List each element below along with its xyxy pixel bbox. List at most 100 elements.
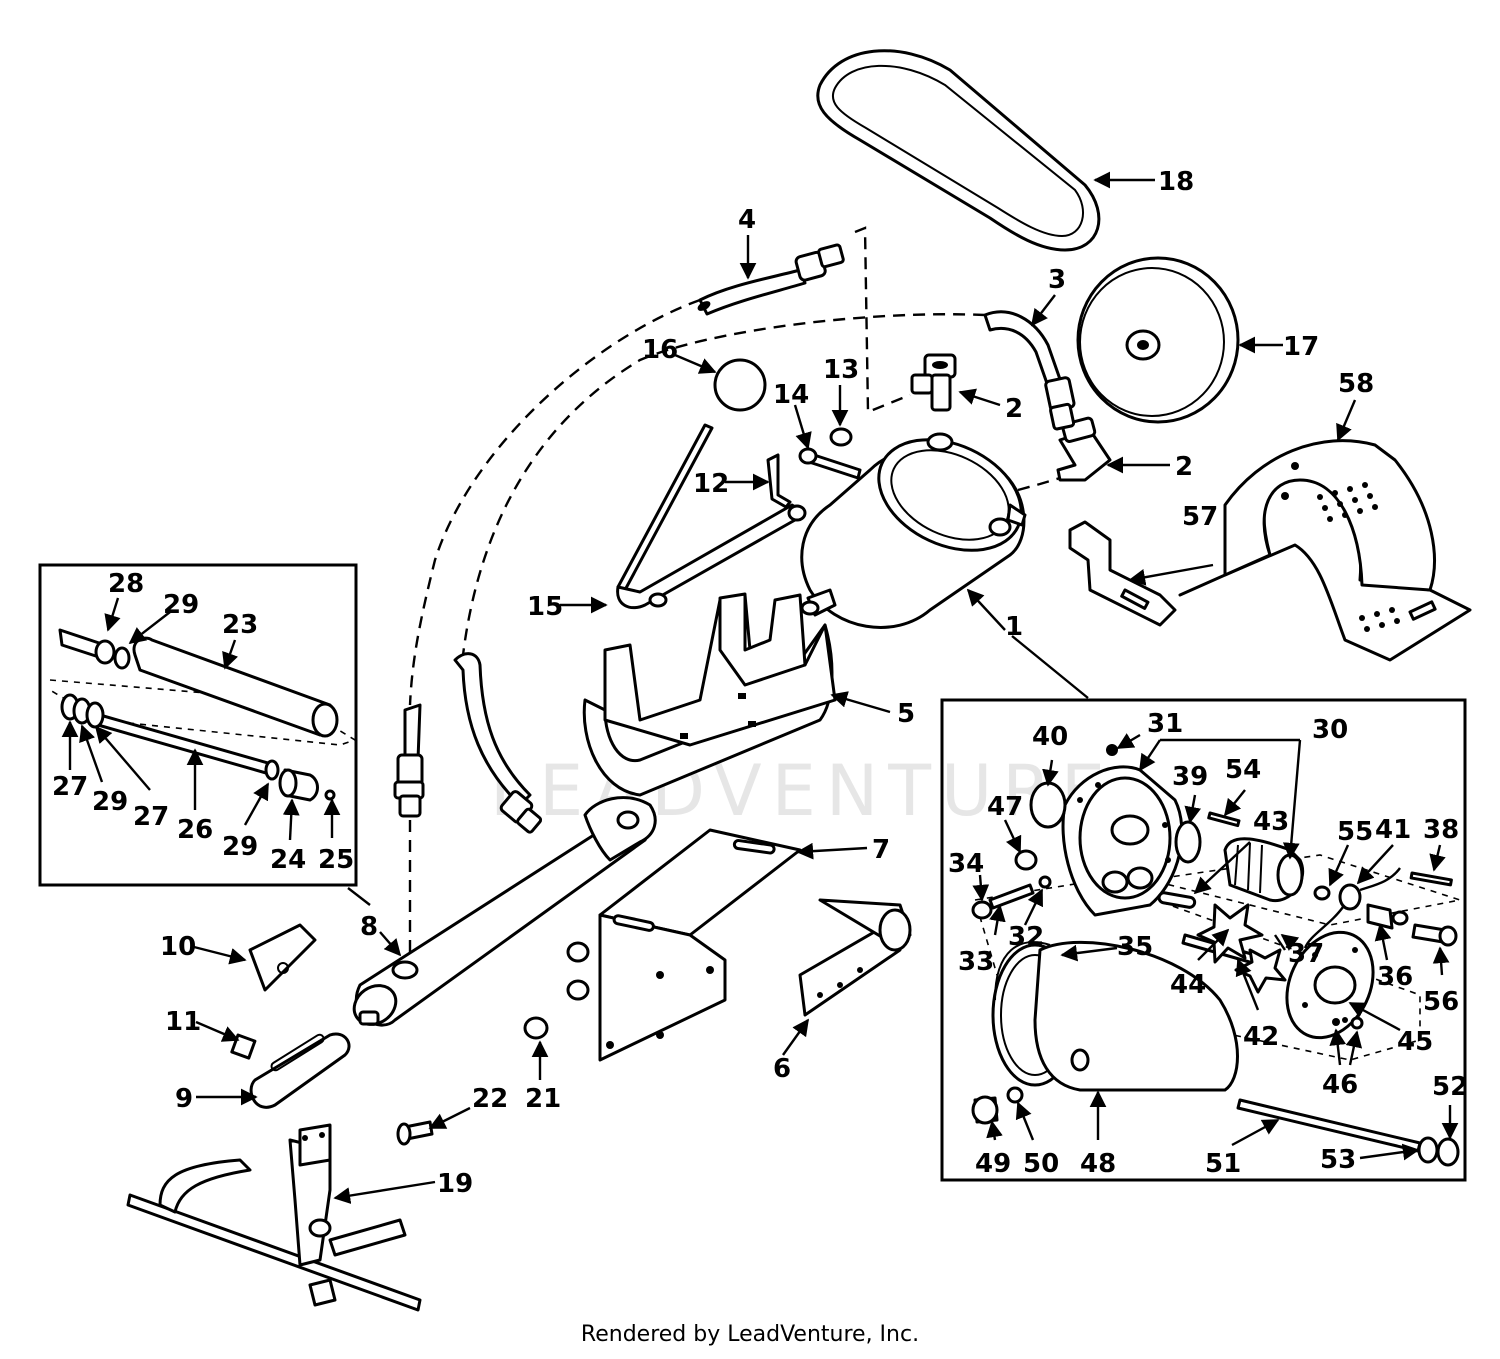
- gland-part-28[interactable]: [58, 628, 116, 665]
- washer-part-55[interactable]: [1313, 885, 1331, 901]
- callout-39: 39: [1172, 762, 1208, 792]
- nut-part-b[interactable]: [566, 979, 590, 1001]
- pump-body-part-30[interactable]: [1061, 765, 1184, 917]
- callout-37: 37: [1288, 939, 1324, 969]
- callout-15: 15: [527, 592, 563, 622]
- spring-part-41[interactable]: [1303, 867, 1401, 949]
- nut-part-a[interactable]: [566, 941, 590, 963]
- callout-45: 45: [1397, 1027, 1433, 1057]
- callout-13: 13: [823, 355, 859, 385]
- callout-1: 1: [1005, 612, 1023, 642]
- hose-part-4[interactable]: [696, 243, 845, 316]
- valve-part-36[interactable]: [1366, 903, 1409, 930]
- callout-40: 40: [1032, 722, 1068, 752]
- clip-part-12[interactable]: [766, 453, 792, 509]
- end-cap-part-24[interactable]: [278, 768, 319, 802]
- belt-part[interactable]: [816, 49, 1101, 252]
- callout-14: 14: [773, 380, 809, 410]
- mounting-bracket-part[interactable]: [598, 828, 802, 1062]
- bolt-part-56[interactable]: [1411, 923, 1458, 947]
- belt-shroud-part[interactable]: [1178, 439, 1472, 662]
- callout-27-right: 27: [133, 802, 169, 832]
- o-ring-part-39[interactable]: [1174, 820, 1202, 864]
- callout-29-left: 29: [92, 787, 128, 817]
- callout-58: 58: [1338, 369, 1374, 399]
- callout-12: 12: [693, 469, 729, 499]
- piston-rod-part-26[interactable]: [60, 693, 277, 777]
- bolt-part-14[interactable]: [798, 447, 862, 480]
- nut-part-21[interactable]: [523, 1016, 549, 1040]
- washer-part-50[interactable]: [1006, 1086, 1024, 1104]
- callout-11: 11: [165, 1007, 201, 1037]
- plug-part-31[interactable]: [1106, 744, 1118, 756]
- callout-3: 3: [1048, 265, 1066, 295]
- yoke-part-9[interactable]: [249, 1032, 351, 1109]
- callout-43: 43: [1253, 807, 1289, 837]
- rod-part-15[interactable]: [616, 423, 807, 610]
- cradle-bracket-part[interactable]: [582, 592, 837, 797]
- hose-part-right[interactable]: [453, 652, 543, 834]
- pin-part-38[interactable]: [1409, 871, 1453, 887]
- washer-part-13[interactable]: [829, 427, 853, 447]
- callout-55: 55: [1337, 817, 1373, 847]
- pin-part-43b[interactable]: [1157, 891, 1197, 909]
- callout-35: 35: [1117, 932, 1153, 962]
- callout-23: 23: [222, 610, 258, 640]
- callout-17: 17: [1283, 332, 1319, 362]
- callout-52: 52: [1432, 1072, 1468, 1102]
- washer-part-47[interactable]: [1014, 849, 1038, 871]
- callout-44: 44: [1170, 970, 1206, 1000]
- callout-50: 50: [1023, 1149, 1059, 1179]
- callout-labels: 1 2 2 3 4 5 6 7 8 9 10 11 12 13 14 15 16…: [52, 167, 1468, 1199]
- spring-part-33[interactable]: [988, 883, 1035, 910]
- callout-32: 32: [1008, 922, 1044, 952]
- callout-5: 5: [897, 699, 915, 729]
- callout-6: 6: [773, 1054, 791, 1084]
- reservoir-part-48[interactable]: [991, 940, 1239, 1092]
- callout-10: 10: [160, 932, 196, 962]
- ball-part[interactable]: [713, 358, 767, 412]
- callout-4: 4: [738, 205, 756, 235]
- footer-credit: Rendered by LeadVenture, Inc.: [580, 1322, 920, 1347]
- lever-assembly-part[interactable]: [126, 1123, 422, 1312]
- callout-49: 49: [975, 1149, 1011, 1179]
- bracket-part[interactable]: [1068, 520, 1177, 627]
- hose-part-left[interactable]: [393, 703, 425, 818]
- ball-part-32[interactable]: [1038, 875, 1052, 889]
- callout-29-top: 29: [163, 590, 199, 620]
- callout-47: 47: [987, 792, 1023, 822]
- cylinder-tube-part-23[interactable]: [132, 636, 339, 738]
- callout-31: 31: [1147, 709, 1183, 739]
- ball-part-46b[interactable]: [1350, 1016, 1364, 1030]
- callout-34: 34: [948, 849, 984, 879]
- ball-part-46a[interactable]: [1332, 1018, 1340, 1026]
- pin-part-22[interactable]: [396, 1120, 434, 1146]
- hose-part-3[interactable]: [983, 310, 1076, 431]
- callout-27-left: 27: [52, 772, 88, 802]
- gasket-part-35[interactable]: [994, 941, 1051, 1001]
- callout-42: 42: [1243, 1022, 1279, 1052]
- callout-2-upper: 2: [1005, 394, 1023, 424]
- callout-25: 25: [318, 845, 354, 875]
- pin-part-54[interactable]: [1207, 811, 1241, 828]
- o-ring-part-29a[interactable]: [113, 646, 131, 670]
- callout-8: 8: [360, 912, 378, 942]
- pin-part-25[interactable]: [324, 789, 336, 801]
- clamp-part-10[interactable]: [248, 923, 317, 992]
- o-ring-part-29c[interactable]: [264, 759, 280, 781]
- plug-part-34[interactable]: [971, 900, 993, 920]
- callout-19: 19: [437, 1169, 473, 1199]
- pulley-part[interactable]: [1076, 256, 1240, 424]
- fitting-part-upper[interactable]: [910, 353, 957, 412]
- callout-54: 54: [1225, 755, 1261, 785]
- bracket-part-6[interactable]: [798, 898, 912, 1017]
- tie-rod-part-51[interactable]: [1236, 1098, 1422, 1153]
- plug-part-49[interactable]: [971, 1095, 999, 1125]
- pump-assembly-part[interactable]: [800, 418, 1039, 629]
- cylinder-part[interactable]: [347, 796, 657, 1033]
- nut-part-52[interactable]: [1436, 1137, 1460, 1167]
- callout-9: 9: [175, 1084, 193, 1114]
- washer-part-53[interactable]: [1417, 1136, 1439, 1164]
- snap-ring-part-40[interactable]: [1029, 781, 1067, 829]
- fitting-part-lower[interactable]: [1056, 416, 1112, 482]
